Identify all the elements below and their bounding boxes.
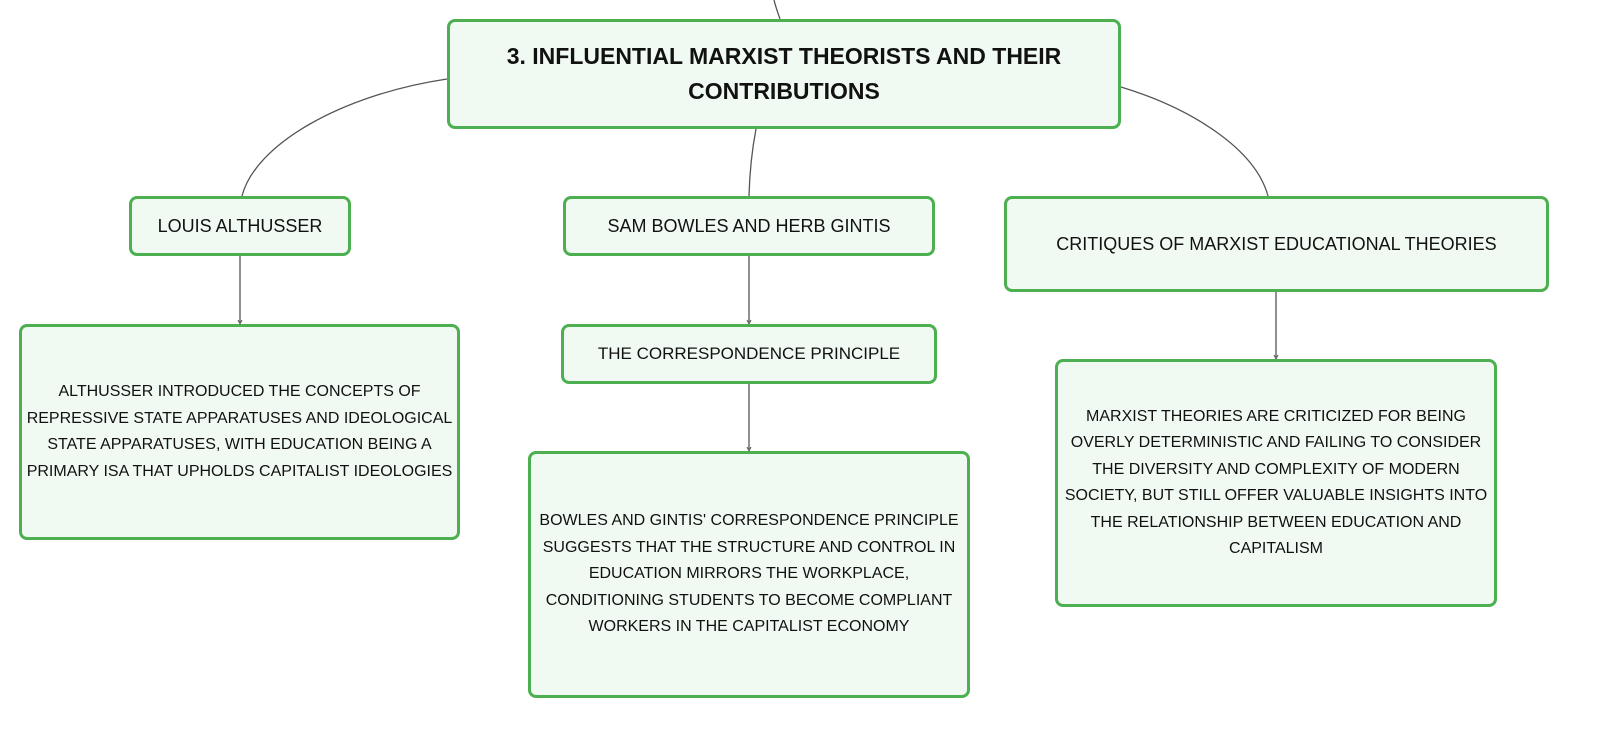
topic-label-louis-althusser: LOUIS ALTHUSSER (157, 216, 323, 236)
detail-node-critiques[interactable]: MARXIST THEORIES ARE CRITICIZED FOR BEIN… (1055, 359, 1497, 607)
topic-node-louis-althusser[interactable]: LOUIS ALTHUSSER (129, 196, 351, 256)
root-topic-node[interactable]: 3. INFLUENTIAL MARXIST THEORISTS AND THE… (447, 19, 1121, 129)
topic-label-bowles-gintis: SAM BOWLES AND HERB GINTIS (607, 216, 891, 236)
topic-label-critiques: CRITIQUES OF MARXIST EDUCATIONAL THEORIE… (1056, 234, 1497, 254)
detail-node-althusser[interactable]: ALTHUSSER INTRODUCED THE CONCEPTS OF REP… (19, 324, 460, 540)
detail-text-althusser: ALTHUSSER INTRODUCED THE CONCEPTS OF REP… (26, 383, 453, 480)
connector-root-to-critiques (1120, 86, 1269, 197)
connector-parent-to-root (773, 0, 781, 20)
detail-text-critiques: MARXIST THEORIES ARE CRITICIZED FOR BEIN… (1064, 407, 1488, 558)
subtopic-node-correspondence-principle[interactable]: THE CORRESPONDENCE PRINCIPLE (561, 324, 937, 384)
topic-node-bowles-gintis[interactable]: SAM BOWLES AND HERB GINTIS (563, 196, 935, 256)
detail-node-correspondence-principle[interactable]: BOWLES AND GINTIS' CORRESPONDENCE PRINCI… (528, 451, 970, 698)
connector-root-to-bowles-gintis (748, 128, 757, 197)
root-topic-label: 3. INFLUENTIAL MARXIST THEORISTS AND THE… (506, 43, 1062, 104)
topic-node-critiques[interactable]: CRITIQUES OF MARXIST EDUCATIONAL THEORIE… (1004, 196, 1549, 292)
detail-text-correspondence-principle: BOWLES AND GINTIS' CORRESPONDENCE PRINCI… (539, 512, 959, 636)
subtopic-label-correspondence-principle: THE CORRESPONDENCE PRINCIPLE (597, 344, 901, 363)
connector-root-to-althusser (241, 78, 448, 197)
